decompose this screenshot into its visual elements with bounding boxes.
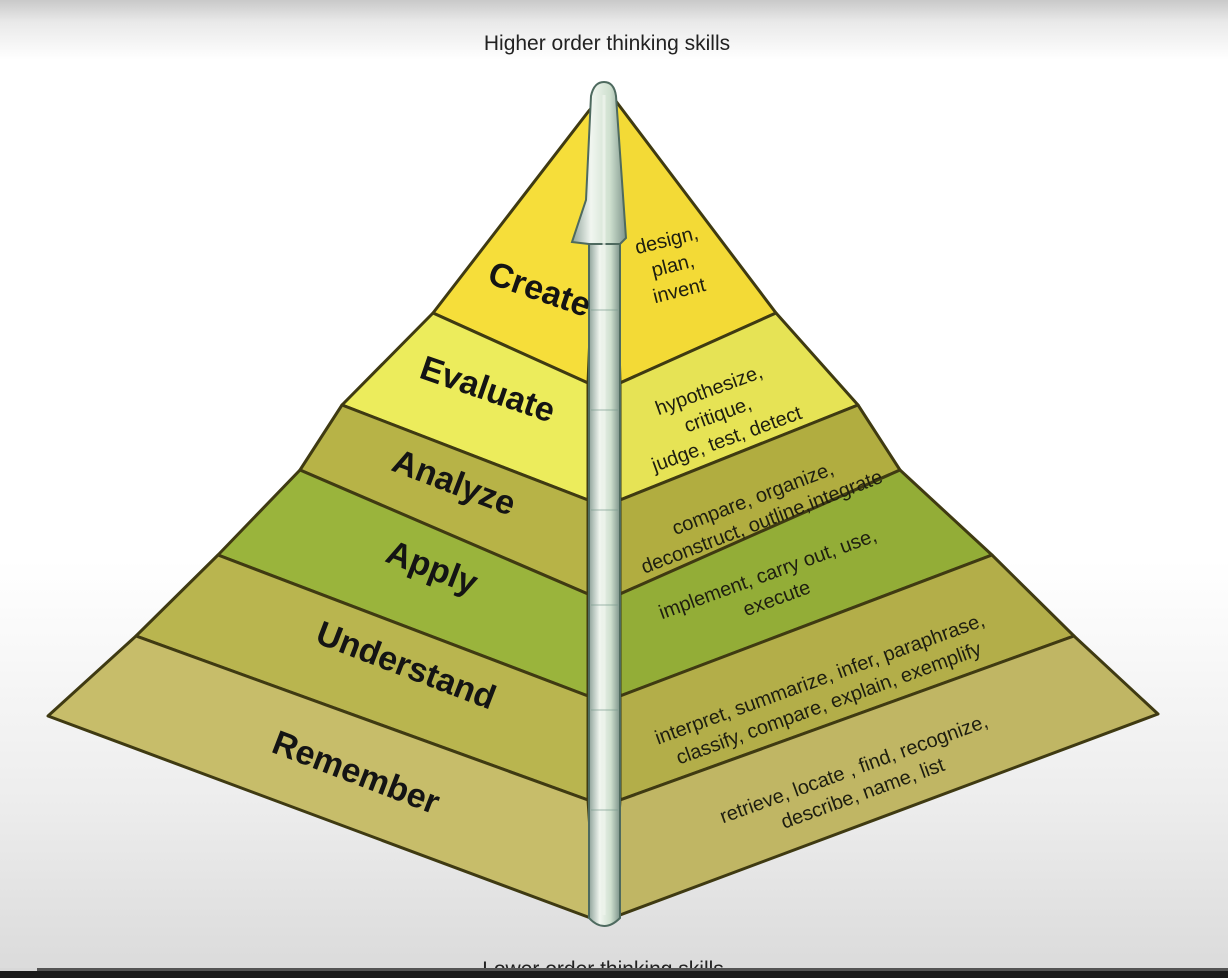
video-progress-fill [0,968,37,971]
thinking-arrow [570,80,628,927]
arrow-head [570,80,628,245]
left-face [46,96,602,922]
video-progress-track[interactable] [0,968,1228,971]
top-caption: Higher order thinking skills [484,32,730,55]
right-face [610,94,1160,920]
arrow-ticks [591,309,618,811]
video-progress-bar[interactable] [0,968,1228,978]
